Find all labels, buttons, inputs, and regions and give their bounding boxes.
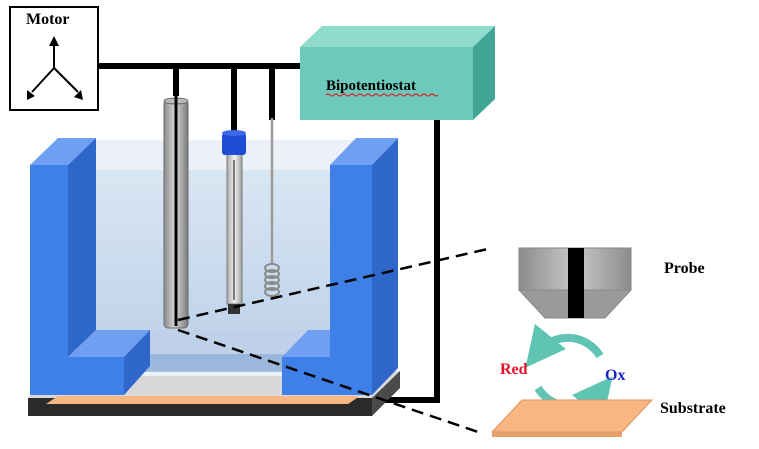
cycle-arrow-top [525, 323, 604, 368]
substrate-label: Substrate [660, 400, 726, 417]
bipotentiostat-label: Bipotentiostat [326, 78, 416, 94]
redox-cycle [525, 323, 613, 421]
tank-substrate [46, 396, 360, 404]
reference-electrode [222, 130, 246, 314]
tank-right-wall [282, 138, 398, 395]
tank-left-wall [30, 138, 150, 395]
tip-electrode [163, 96, 189, 329]
motor-label: Motor [26, 11, 70, 28]
substrate-closeup [490, 399, 654, 437]
ox-label: Ox [605, 367, 625, 384]
tank-floor [100, 354, 318, 372]
motor: Motor [9, 6, 99, 111]
counter-electrode [264, 118, 280, 297]
probe-label: Probe [664, 260, 705, 277]
bipotentiostat: Bipotentiostat [300, 26, 495, 120]
probe-wire [568, 248, 584, 318]
motor-axes-icon [27, 36, 83, 100]
spellcheck-underline [325, 93, 439, 97]
probe-tip-closeup [517, 247, 633, 319]
reference-cap [222, 133, 246, 155]
zoom-lines [177, 246, 493, 434]
red-label: Red [500, 361, 528, 378]
